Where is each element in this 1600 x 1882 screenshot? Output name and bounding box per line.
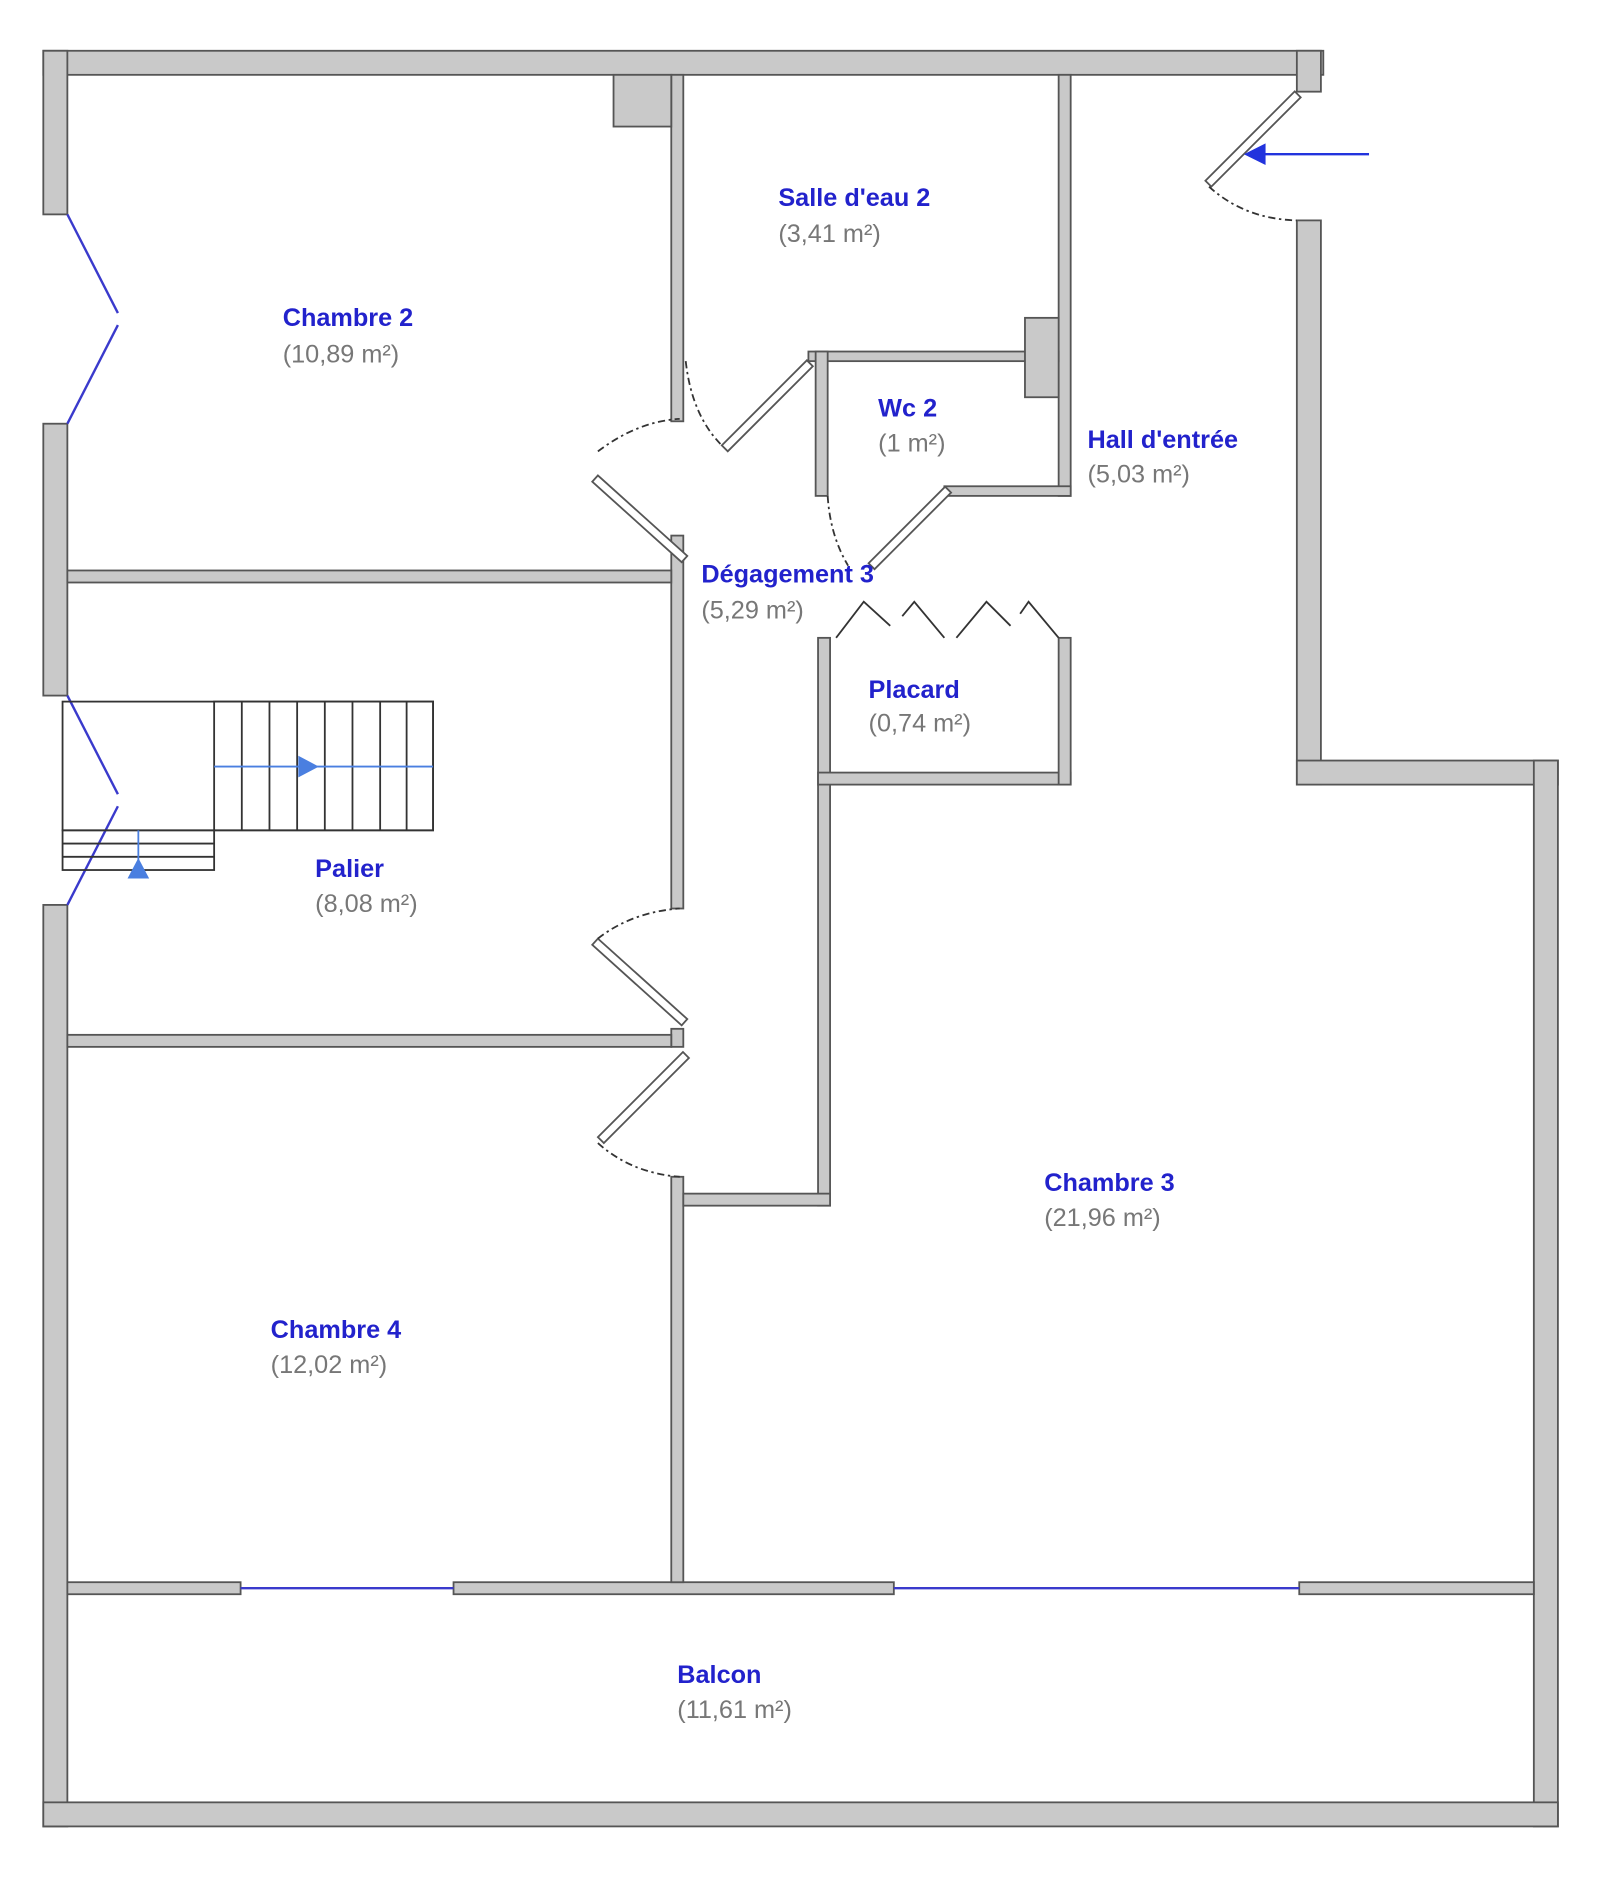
room-area: (12,02 m²) [271, 1351, 387, 1379]
room-name: Palier [315, 855, 384, 883]
staircase [61, 700, 434, 879]
entrance-arrow-icon [1243, 143, 1370, 166]
stair-arrow-icon [298, 755, 319, 778]
room-area: (11,61 m²) [677, 1696, 792, 1724]
room-labels: Chambre 2 (10,89 m²) Salle d'eau 2 (3,41… [271, 184, 1238, 1724]
room-area: (5,03 m²) [1088, 461, 1190, 489]
room-area: (0,74 m²) [869, 710, 971, 738]
room-name: Hall d'entrée [1088, 426, 1239, 454]
room-name: Chambre 2 [283, 304, 414, 332]
room-name: Wc 2 [878, 394, 937, 422]
room-name: Dégagement 3 [701, 561, 874, 589]
room-area: (10,89 m²) [283, 340, 399, 368]
room-area: (21,96 m²) [1044, 1204, 1160, 1232]
room-name: Chambre 3 [1044, 1169, 1175, 1197]
room-name: Chambre 4 [271, 1316, 402, 1344]
room-name: Salle d'eau 2 [778, 184, 930, 212]
walls [42, 49, 1559, 1828]
windows [66, 213, 1300, 1590]
doors [590, 90, 1302, 1178]
room-area: (5,29 m²) [701, 597, 803, 625]
room-area: (1 m²) [878, 429, 945, 457]
room-area: (8,08 m²) [315, 890, 417, 918]
room-name: Placard [869, 676, 960, 704]
room-area: (3,41 m²) [778, 220, 880, 248]
room-name: Balcon [677, 1661, 761, 1689]
